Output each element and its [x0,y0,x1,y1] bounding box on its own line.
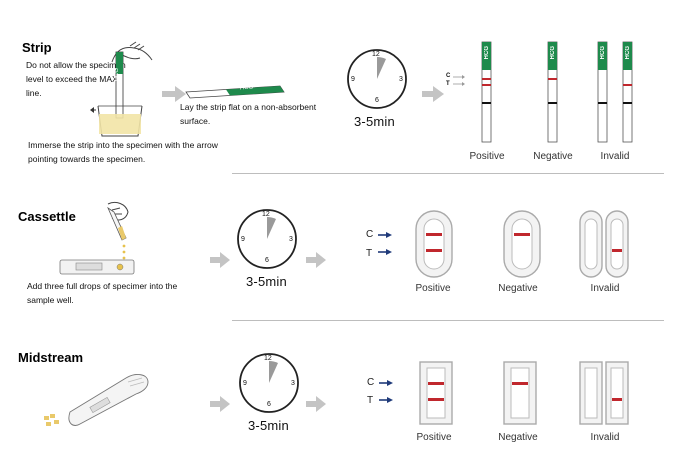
cassette-time-label: 3-5min [246,274,287,289]
cassette-invalid-window-1 [579,210,603,278]
cassette-clock-6: 6 [265,257,269,264]
strip-max-note: Do not allow the specimen level to excee… [26,60,126,98]
midstream-negative-window [503,361,537,425]
midstream-result-positive: Positive [416,432,452,443]
midstream-clock-6: 6 [267,401,271,408]
midstream-t-label: T [367,395,374,406]
cassette-invalid-window-2 [605,210,629,278]
midstream-clock-icon [239,353,299,413]
cassette-note: Add three full drops of specimer into th… [27,281,178,305]
divider-1 [232,173,664,174]
strip-clock-9: 9 [351,76,355,83]
midstream-result-negative: Negative [498,432,538,443]
strip-clock-12: 12 [372,51,380,58]
strip-negative-strip [547,41,558,143]
cassette-clock-icon [237,209,297,269]
midstream-device-illustration [44,374,149,426]
midstream-result-invalid: Invalid [590,432,620,443]
midstream-positive-window [419,361,453,425]
cup-strip-brand-text: HCG [114,68,120,82]
strip-negative-brand: HCG [550,46,556,60]
cassette-result-negative: Negative [498,283,538,294]
strip-invalid-strip-1 [597,41,608,143]
strip-positive-strip [481,41,492,143]
strip-immerse-note: Immerse the strip into the specimen with… [28,140,218,164]
strip-results-illustration [481,41,633,143]
cassette-clock-9: 9 [241,236,245,243]
cup-with-strip-illustration [90,41,153,137]
cassette-result-invalid: Invalid [590,283,620,294]
flat-strip-brand-text: HCG [239,84,254,92]
strip-ct-arrows [453,75,465,86]
strip-positive-brand: HCG [484,46,490,60]
cassette-dropper-illustration [59,201,135,275]
midstream-invalid-window-2 [605,361,629,425]
midstream-clock-9: 9 [243,380,247,387]
midstream-c-label: C [367,377,375,388]
cassette-c-label: C [366,229,374,240]
strip-result-negative: Negative [533,151,573,162]
strip-arrow-1 [162,86,186,102]
strip-result-invalid: Invalid [600,151,630,162]
midstream-clock-12: 12 [264,355,272,362]
cassette-ct-arrows [378,232,392,255]
strip-invalid1-brand: HCG [600,46,606,60]
strip-invalid2-brand: HCG [625,46,631,60]
midstream-results-illustration [419,361,629,425]
midstream-invalid-window-1 [579,361,603,425]
cassette-positive-window [415,210,453,278]
strip-result-positive: Positive [469,151,505,162]
strip-clock-6: 6 [375,97,379,104]
cassette-arrow-2 [306,252,326,268]
strip-clock-icon [347,49,407,109]
cassette-clock-3: 3 [289,236,293,243]
strip-clock-3: 3 [399,76,403,83]
midstream-arrow-1 [210,396,230,412]
divider-2 [232,320,664,321]
strip-invalid-strip-2 [622,41,633,143]
cassette-t-label: T [366,248,373,259]
strip-lay-flat-note: Lay the strip flat on a non-absorbent su… [180,102,317,126]
cassette-result-positive: Positive [415,283,451,294]
midstream-ct-arrows [379,380,393,403]
midstream-arrow-2 [306,396,326,412]
midstream-clock-3: 3 [291,380,295,387]
cassette-arrow-1 [210,252,230,268]
cassette-clock-12: 12 [262,211,270,218]
midstream-time-label: 3-5min [248,418,289,433]
cassette-results-illustration [415,210,629,278]
strip-t-label: T [446,81,450,87]
cassette-section-title: Cassettle [18,209,76,224]
strip-time-label: 3-5min [354,114,395,129]
strip-c-label: C [446,73,451,79]
cassette-negative-window [503,210,541,278]
strip-arrow-2 [422,86,444,102]
midstream-section-title: Midstream [18,350,84,365]
strip-section-title: Strip [22,40,52,55]
flat-strip-illustration [185,85,285,99]
